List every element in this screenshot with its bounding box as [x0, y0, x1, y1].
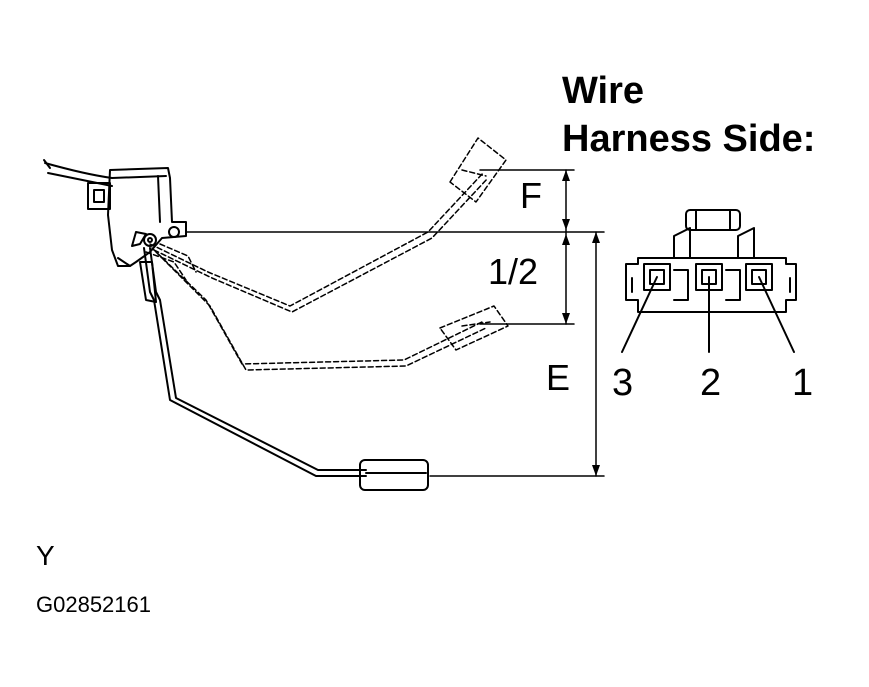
pin-1-terminal [745, 263, 773, 291]
connector-title-line2: Harness Side: [562, 118, 816, 160]
float-full [449, 137, 507, 203]
dimension-label-empty: E [546, 357, 571, 398]
sender-wire-lead [43, 159, 113, 187]
sender-body [87, 167, 187, 267]
pin-leaders [621, 276, 795, 353]
dimension-arrowheads [562, 170, 600, 476]
pin-3-terminal [643, 263, 671, 291]
pin-label-1: 1 [792, 362, 814, 404]
view-label: Y [36, 540, 55, 571]
float-half [439, 305, 509, 351]
connector-title-line1: Wire [562, 70, 645, 112]
figure-code: G02852161 [36, 592, 151, 617]
float-arm-empty [139, 247, 367, 477]
harness-connector [625, 209, 797, 313]
dimension-label-full: F [520, 175, 542, 216]
dimension-lines [185, 169, 605, 477]
float-arm-full [145, 171, 489, 313]
pin-label-2: 2 [700, 362, 722, 404]
float-arm-half [151, 243, 487, 371]
pin-label-3: 3 [612, 362, 634, 404]
dimension-label-half: 1/2 [488, 251, 539, 292]
float-empty [359, 459, 429, 491]
